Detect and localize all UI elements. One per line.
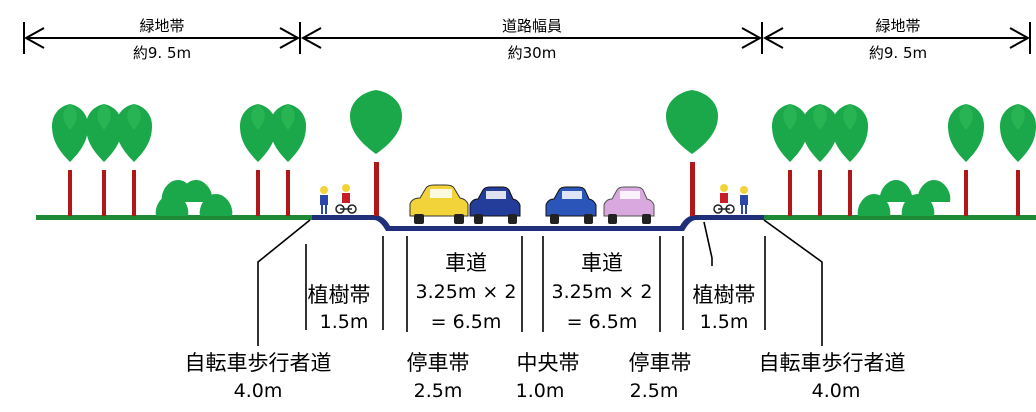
pedestrian-cyclist-right bbox=[713, 184, 748, 214]
tree-icon bbox=[1000, 104, 1036, 216]
dimension-center bbox=[300, 22, 763, 54]
parking-left-title: 停車帯 bbox=[407, 351, 470, 375]
dimension-left-value: 約9. 5m bbox=[133, 44, 191, 62]
planting-right-title: 植樹帯 bbox=[693, 283, 756, 307]
green-belt-right-ground bbox=[762, 215, 1036, 220]
roadway-right-formula: 3.25m × 2 bbox=[552, 281, 653, 303]
roadway-right-title: 車道 bbox=[581, 251, 623, 275]
dimension-left bbox=[23, 22, 301, 54]
pedestrian-icon bbox=[740, 186, 748, 214]
tree-icon bbox=[832, 104, 868, 216]
dimension-right bbox=[762, 22, 1031, 54]
tree-icon bbox=[270, 104, 306, 216]
bush-icon bbox=[879, 180, 913, 202]
sidewalk-left-title: 自転車歩行者道 bbox=[185, 351, 332, 375]
pedestrian-icon bbox=[320, 186, 328, 214]
car-blue-icon bbox=[469, 186, 521, 224]
sidewalk-right-title: 自転車歩行者道 bbox=[759, 351, 906, 375]
dimension-right-title: 緑地帯 bbox=[875, 17, 920, 35]
car-yellow-icon bbox=[409, 184, 469, 224]
planting-right-value: 1.5m bbox=[700, 311, 749, 333]
pedestrian-cyclist-left bbox=[320, 184, 357, 214]
dimension-left-title: 緑地帯 bbox=[139, 17, 184, 35]
roadway-left-result: = 6.5m bbox=[431, 311, 502, 333]
road-surface bbox=[312, 215, 764, 231]
tree-icon bbox=[350, 90, 402, 216]
car-blue-icon bbox=[545, 186, 597, 224]
roadway-left-title: 車道 bbox=[445, 251, 487, 275]
planting-left-value: 1.5m bbox=[320, 311, 369, 333]
parking-left-value: 2.5m bbox=[414, 380, 463, 402]
tree-icon bbox=[666, 90, 718, 216]
cyclist-icon bbox=[335, 184, 357, 214]
tree-icon bbox=[948, 104, 984, 216]
green-belt-left-ground bbox=[36, 215, 316, 220]
tree-icon bbox=[52, 104, 88, 216]
parking-right-value: 2.5m bbox=[630, 380, 679, 402]
dimension-center-value: 約30m bbox=[508, 44, 557, 62]
sidewalk-right-value: 4.0m bbox=[812, 380, 861, 402]
tree-icon bbox=[116, 104, 152, 216]
sidewalk-left-value: 4.0m bbox=[234, 380, 283, 402]
roadway-left-formula: 3.25m × 2 bbox=[416, 281, 517, 303]
dimension-right-value: 約9. 5m bbox=[869, 44, 927, 62]
median-title: 中央帯 bbox=[517, 351, 580, 375]
planting-left-title: 植樹帯 bbox=[308, 283, 371, 307]
dimension-center-title: 道路幅員 bbox=[502, 17, 562, 35]
car-pink-icon bbox=[603, 186, 655, 224]
bush-icon bbox=[917, 180, 951, 202]
roadway-right-result: = 6.5m bbox=[567, 311, 638, 333]
parking-right-title: 停車帯 bbox=[629, 351, 692, 375]
median-value: 1.0m bbox=[516, 380, 565, 402]
cyclist-icon bbox=[713, 184, 735, 214]
leader-lines bbox=[257, 219, 823, 346]
